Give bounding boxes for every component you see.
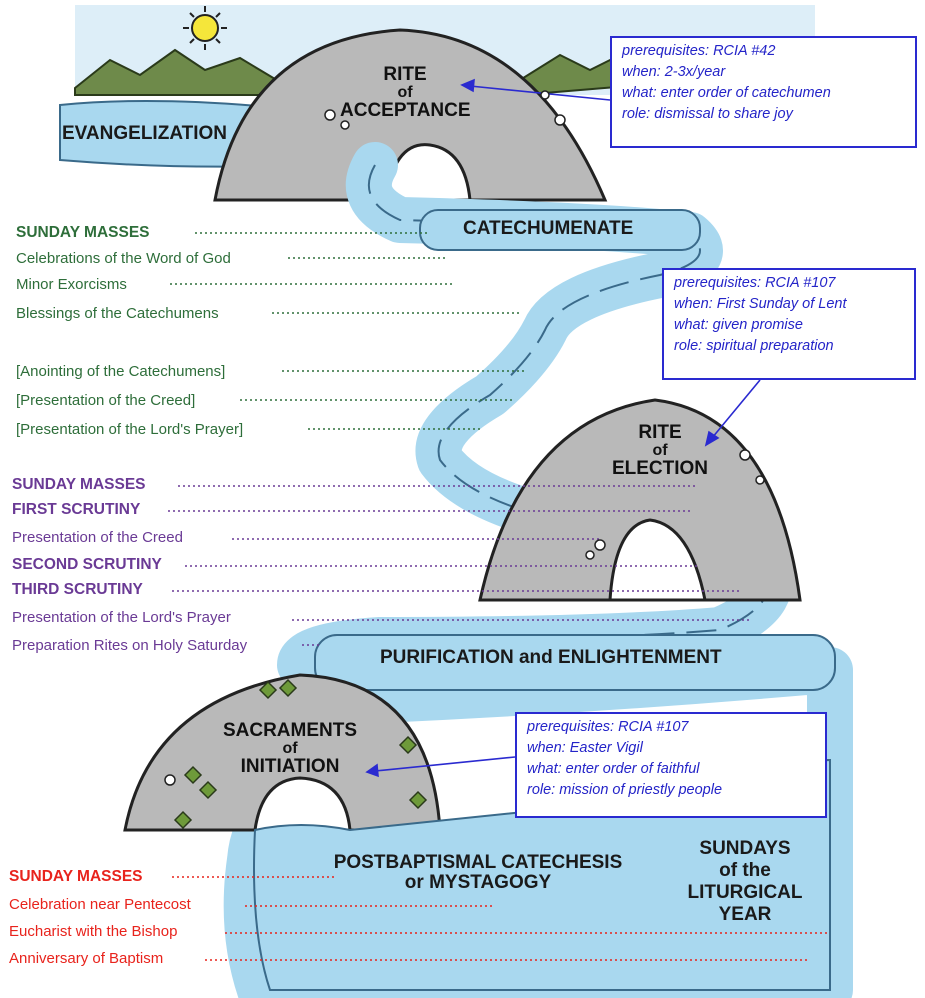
sun-icon bbox=[183, 6, 227, 50]
catechumenate-presentation-creed: [Presentation of the Creed] bbox=[16, 392, 196, 409]
rite-of-election: RITE of ELECTION bbox=[595, 422, 725, 479]
stage-sundays-liturgical-year: SUNDAYS of the LITURGICAL YEAR bbox=[680, 838, 810, 926]
sundays-line2: of the bbox=[719, 860, 771, 881]
note-initiation-role: role: mission of priestly people bbox=[527, 782, 723, 798]
leaders-purification bbox=[168, 485, 750, 646]
mystagogy-sunday-masses: SUNDAY MASSES bbox=[9, 868, 143, 885]
note-initiation-prerequisites: prerequisites: RCIA #107 bbox=[527, 719, 689, 735]
note-election: prerequisites: RCIA #107 when: First Sun… bbox=[662, 268, 916, 380]
rock-arch-election bbox=[478, 398, 802, 602]
note-acceptance-what: what: enter order of catechumen bbox=[622, 85, 831, 101]
rite-initiation-line1: SACRAMENTS bbox=[222, 720, 358, 741]
rite-acceptance-line3: ACCEPTANCE bbox=[340, 100, 471, 121]
river-catechumenate bbox=[419, 209, 701, 251]
mystagogy-list: SUNDAY MASSES Celebration near Pentecost… bbox=[9, 866, 191, 970]
sundays-line1: SUNDAYS bbox=[699, 838, 791, 859]
stage-evangelization: EVANGELIZATION bbox=[62, 123, 228, 144]
rocks bbox=[164, 90, 765, 786]
mystagogy-eucharist-bishop: Eucharist with the Bishop bbox=[9, 923, 178, 940]
river-ripples bbox=[367, 164, 770, 641]
purification-third-scrutiny: THIRD SCRUTINY bbox=[12, 581, 143, 598]
purification-presentation-lords-prayer: Presentation of the Lord's Prayer bbox=[12, 609, 231, 626]
sacraments-of-initiation: SACRAMENTS of INITIATION bbox=[215, 720, 365, 777]
note-initiation: prerequisites: RCIA #107 when: Easter Vi… bbox=[515, 712, 827, 818]
stage-mystagogy-line2: or MYSTAGOGY bbox=[404, 872, 552, 893]
note-acceptance: prerequisites: RCIA #42 when: 2-3x/year … bbox=[610, 36, 917, 148]
rite-initiation-line2: of bbox=[282, 740, 298, 757]
catechumenate-minor-exorcisms: Minor Exorcisms bbox=[16, 276, 127, 293]
purification-presentation-creed: Presentation of the Creed bbox=[12, 529, 183, 546]
note-election-role: role: spiritual preparation bbox=[674, 338, 834, 354]
note-election-prerequisites: prerequisites: RCIA #107 bbox=[674, 275, 836, 291]
note-election-when: when: First Sunday of Lent bbox=[674, 296, 847, 312]
leaves bbox=[173, 678, 428, 830]
rite-election-line3: ELECTION bbox=[611, 458, 709, 479]
catechumenate-anointing: [Anointing of the Catechumens] bbox=[16, 363, 226, 380]
catechumenate-presentation-lords-prayer: [Presentation of the Lord's Prayer] bbox=[16, 421, 244, 438]
leaders-mystagogy bbox=[172, 876, 830, 961]
sundays-line4: YEAR bbox=[718, 904, 772, 925]
catechumenate-word-of-god: Celebrations of the Word of God bbox=[16, 250, 231, 267]
mountain-range bbox=[74, 48, 304, 96]
stage-catechumenate: CATECHUMENATE bbox=[463, 218, 634, 239]
note-acceptance-role: role: dismissal to share joy bbox=[622, 106, 793, 122]
leaders-catechumenate bbox=[170, 232, 525, 430]
catechumenate-list: SUNDAY MASSES Celebrations of the Word o… bbox=[16, 222, 243, 441]
purification-holy-saturday: Preparation Rites on Holy Saturday bbox=[12, 637, 248, 654]
purification-sunday-masses: SUNDAY MASSES bbox=[12, 476, 146, 493]
purification-first-scrutiny: FIRST SCRUTINY bbox=[12, 501, 141, 518]
rite-election-line2: of bbox=[652, 442, 668, 459]
note-initiation-what: what: enter order of faithful bbox=[527, 761, 700, 777]
mystagogy-pentecost: Celebration near Pentecost bbox=[9, 896, 191, 913]
stage-mystagogy: POSTBAPTISMAL CATECHESIS or MYSTAGOGY bbox=[333, 853, 623, 893]
rite-acceptance-line1: RITE bbox=[383, 64, 427, 85]
sundays-line3: LITURGICAL bbox=[687, 882, 803, 903]
rite-election-line1: RITE bbox=[638, 422, 682, 443]
catechumenate-blessings: Blessings of the Catechumens bbox=[16, 305, 219, 322]
note-acceptance-prerequisites: prerequisites: RCIA #42 bbox=[622, 43, 776, 59]
note-initiation-when: when: Easter Vigil bbox=[527, 740, 643, 756]
note-election-what: what: given promise bbox=[674, 317, 803, 333]
catechumenate-sunday-masses: SUNDAY MASSES bbox=[16, 224, 150, 241]
rite-of-acceptance: RITE of ACCEPTANCE bbox=[340, 64, 471, 121]
arch-opening-election bbox=[608, 518, 707, 602]
arch-opening-initiation bbox=[253, 776, 352, 832]
note-arrows bbox=[365, 78, 761, 778]
purification-second-scrutiny: SECOND SCRUTINY bbox=[12, 556, 162, 573]
river-purification bbox=[314, 634, 836, 691]
stage-mystagogy-line1: POSTBAPTISMAL CATECHESIS bbox=[333, 852, 623, 873]
stage-purification: PURIFICATION and ENLIGHTENMENT bbox=[380, 647, 722, 668]
purification-list: SUNDAY MASSES FIRST SCRUTINY Presentatio… bbox=[12, 474, 247, 657]
note-acceptance-when: when: 2-3x/year bbox=[622, 64, 726, 80]
rite-acceptance-line2: of bbox=[397, 84, 413, 101]
rite-initiation-line3: INITIATION bbox=[240, 756, 340, 777]
mystagogy-anniversary: Anniversary of Baptism bbox=[9, 950, 164, 967]
